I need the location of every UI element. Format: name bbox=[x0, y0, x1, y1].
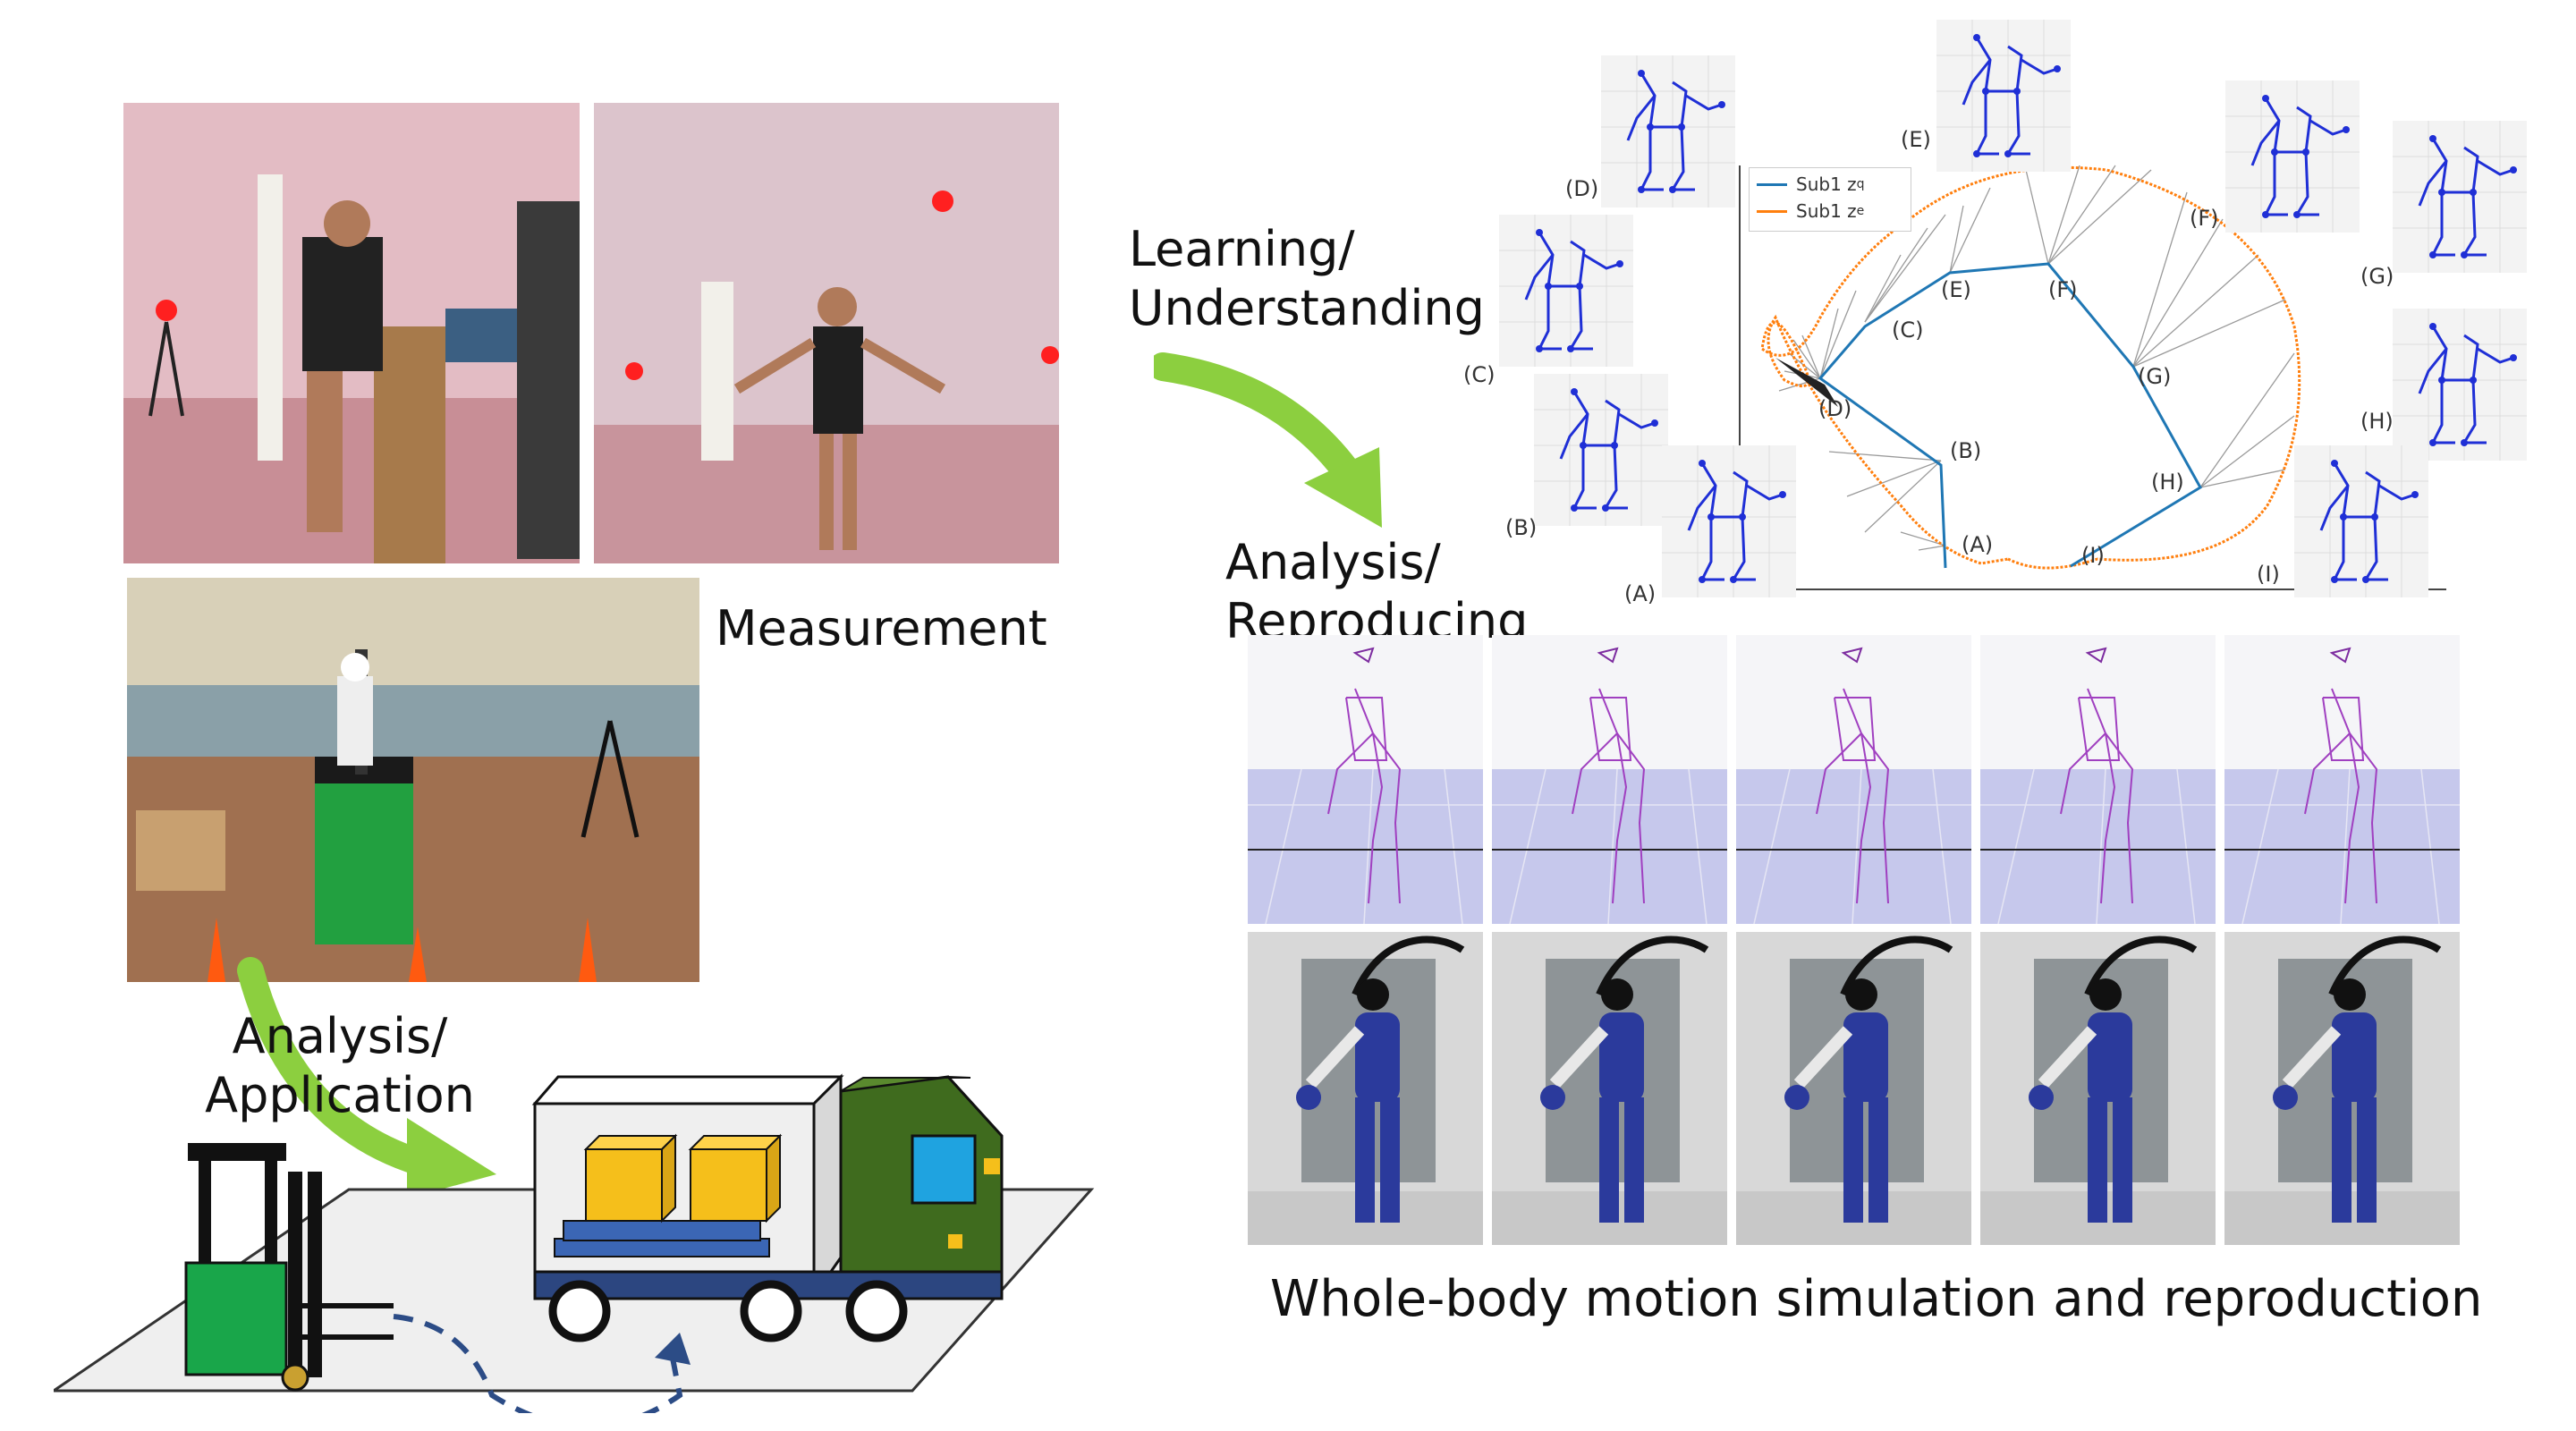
legend-sub-zq: q bbox=[1856, 177, 1865, 191]
pose-label-a: (A) bbox=[1624, 581, 1657, 606]
learning-label-line2: Understanding bbox=[1129, 280, 1485, 336]
forklift-icon bbox=[184, 1143, 394, 1392]
pose-thumb-f: (F) bbox=[2190, 79, 2361, 236]
pose-label-b: (B) bbox=[1505, 515, 1538, 540]
legend-swatch-zq bbox=[1757, 182, 1787, 186]
analysis-application-label-line2: Application bbox=[205, 1067, 475, 1123]
caption: Whole-body motion simulation and reprodu… bbox=[1270, 1270, 2483, 1328]
pose-thumb-e: (E) bbox=[1901, 18, 2072, 175]
box-2-icon bbox=[688, 1133, 783, 1224]
point-label-d: (D) bbox=[1818, 396, 1852, 421]
photo-forklift-worker bbox=[127, 578, 699, 982]
point-label-i: (I) bbox=[2081, 543, 2105, 568]
latent-plot: Sub1 z q Sub1 z e (A) (B) (C) (D) (E) (F… bbox=[1722, 157, 2446, 590]
analysis-reproducing-label-line1: Analysis/ bbox=[1225, 534, 1441, 590]
legend-label-zq: Sub1 z bbox=[1796, 174, 1857, 195]
legend-sub-ze: e bbox=[1856, 204, 1865, 218]
simulation-strip bbox=[1247, 634, 2464, 925]
point-label-e: (E) bbox=[1941, 277, 1971, 302]
logistics-scene bbox=[54, 1073, 1095, 1413]
pose-label-d: (D) bbox=[1565, 176, 1599, 201]
pose-thumb-b: (B) bbox=[1505, 372, 1670, 540]
point-label-f: (F) bbox=[2048, 277, 2078, 302]
legend-entry-ze: Sub1 z e bbox=[1757, 200, 1864, 222]
fan-cluster-d bbox=[1775, 358, 1838, 407]
legend-swatch-ze bbox=[1757, 209, 1787, 213]
legend-entry-zq: Sub1 z q bbox=[1757, 174, 1865, 195]
photo-t-pose bbox=[594, 103, 1059, 563]
arrow-application bbox=[237, 957, 496, 1198]
pose-label-e: (E) bbox=[1901, 127, 1931, 152]
series-zq-line bbox=[1818, 262, 2203, 569]
forklift-route bbox=[393, 1314, 683, 1413]
point-label-b: (B) bbox=[1950, 438, 1982, 463]
arrow-learning bbox=[1154, 352, 1382, 528]
plot-legend: Sub1 z q Sub1 z e bbox=[1749, 167, 1911, 232]
pose-thumb-a: (A) bbox=[1624, 444, 1798, 606]
pose-label-g: (G) bbox=[2360, 264, 2394, 289]
pose-thumb-h: (H) bbox=[2360, 307, 2529, 464]
pose-thumb-i: (I) bbox=[2257, 444, 2430, 601]
box-1-icon bbox=[583, 1133, 678, 1224]
fan-lines bbox=[1778, 165, 2295, 551]
pose-thumb-d: (D) bbox=[1565, 54, 1737, 211]
series-ze-curve bbox=[1760, 165, 2301, 570]
point-label-c: (C) bbox=[1892, 318, 1924, 343]
pose-thumb-g: (G) bbox=[2360, 119, 2529, 289]
analysis-application-label-line1: Analysis/ bbox=[232, 1008, 448, 1064]
route-arrowhead bbox=[655, 1333, 691, 1365]
point-label-g: (G) bbox=[2138, 364, 2172, 389]
photo-lifting-box bbox=[123, 103, 580, 563]
robot-photo-strip bbox=[1248, 932, 2464, 1245]
measurement-label: Measurement bbox=[716, 600, 1047, 656]
learning-label-line1: Learning/ bbox=[1129, 221, 1355, 277]
point-label-a: (A) bbox=[1962, 532, 1994, 557]
pose-label-f: (F) bbox=[2190, 206, 2219, 231]
pose-label-i: (I) bbox=[2257, 562, 2280, 587]
pose-label-c: (C) bbox=[1463, 362, 1496, 387]
legend-label-ze: Sub1 z bbox=[1796, 200, 1857, 222]
pose-thumb-c: (C) bbox=[1463, 213, 1635, 387]
point-label-h: (H) bbox=[2151, 470, 2184, 495]
pose-label-h: (H) bbox=[2360, 409, 2394, 434]
truck-icon bbox=[531, 1073, 1004, 1342]
